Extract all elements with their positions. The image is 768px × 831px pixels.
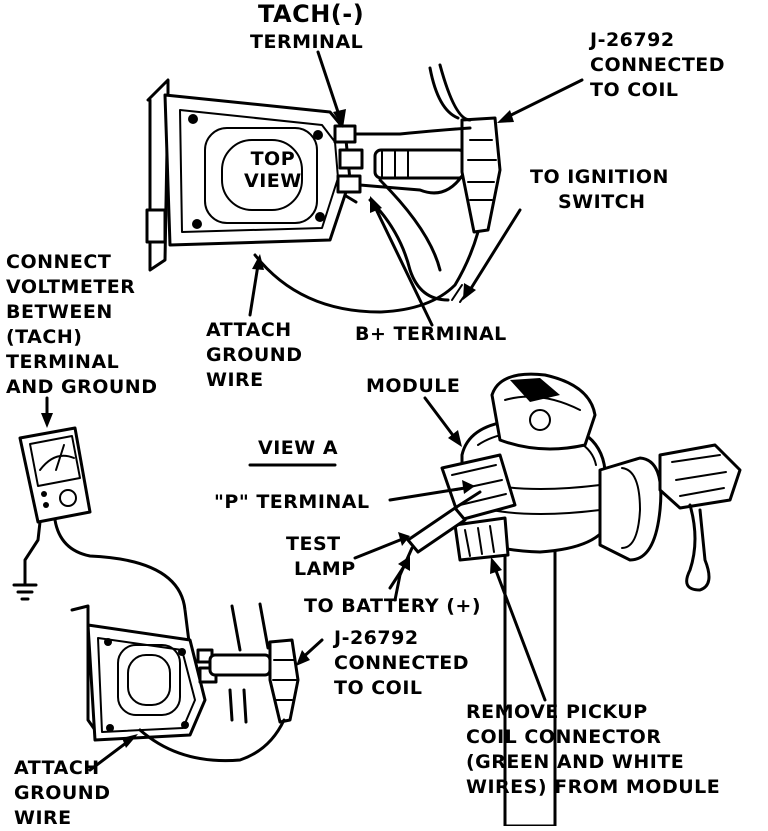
view-a-label: VIEW A — [258, 436, 338, 461]
pickup-line-4: WIRES) FROM MODULE — [466, 776, 721, 798]
tach-label-line-1: TACH(-) — [258, 0, 365, 28]
pickup-line-1: REMOVE PICKUP — [466, 701, 648, 723]
jtool-bottom-label: J-26792 CONNECTED TO COIL — [334, 626, 469, 701]
test-lamp-label: TEST LAMP — [286, 532, 356, 582]
view-a-text: VIEW A — [258, 437, 339, 459]
jtool-top-line-2: CONNECTED — [590, 54, 726, 76]
top-view-label: TOP VIEW — [244, 148, 302, 192]
battery-label: TO BATTERY (+) — [304, 594, 481, 619]
p-terminal-label: "P" TERMINAL — [214, 490, 370, 515]
voltmeter-line-6: AND GROUND — [6, 376, 158, 398]
ground-top-line-1: ATTACH — [206, 319, 292, 341]
ground-top-line-2: GROUND — [206, 344, 303, 366]
jtool-bottom-line-1: J-26792 — [334, 627, 419, 649]
tach-terminal-label: TACH(-) — [258, 1, 364, 27]
voltmeter — [12, 396, 192, 652]
test-lamp-line-1: TEST — [286, 533, 341, 555]
ignition-line-1: TO IGNITION — [530, 166, 669, 188]
b-plus-text: B+ TERMINAL — [355, 323, 507, 345]
ground-bottom-line-3: WIRE — [14, 807, 72, 829]
jtool-top-line-1: J-26792 — [590, 29, 675, 51]
b-plus-terminal-label: B+ TERMINAL — [355, 322, 507, 347]
battery-text: TO BATTERY (+) — [304, 595, 482, 617]
voltmeter-line-4: (TACH) — [6, 326, 83, 348]
pickup-line-2: COIL CONNECTOR — [466, 726, 662, 748]
tach-label-line-2: TERMINAL — [250, 31, 364, 53]
ignition-line-2: SWITCH — [558, 191, 646, 213]
pickup-line-3: (GREEN AND WHITE — [466, 751, 685, 773]
ground-wire-bottom-label: ATTACH GROUND WIRE — [14, 756, 110, 831]
voltmeter-line-2: VOLTMETER — [6, 276, 136, 298]
voltmeter-line-1: CONNECT — [6, 251, 112, 273]
pickup-connector-label: REMOVE PICKUP COIL CONNECTOR (GREEN AND … — [466, 700, 720, 800]
voltmeter-line-5: TERMINAL — [6, 351, 120, 373]
jtool-top-label: J-26792 CONNECTED TO COIL — [590, 28, 725, 103]
module-text: MODULE — [366, 375, 461, 397]
test-lamp-line-2: LAMP — [294, 558, 356, 580]
jtool-bottom-line-2: CONNECTED — [334, 652, 470, 674]
voltmeter-line-3: BETWEEN — [6, 301, 113, 323]
jtool-top-line-3: TO COIL — [590, 79, 679, 101]
voltmeter-instruction-label: CONNECT VOLTMETER BETWEEN (TACH) TERMINA… — [6, 250, 157, 400]
top-coil-assembly — [145, 63, 502, 314]
top-view-line-2: VIEW — [244, 170, 302, 192]
top-callout-arrows — [248, 50, 584, 327]
ignition-switch-label: TO IGNITION SWITCH — [530, 165, 669, 215]
bottom-coil-assembly — [70, 602, 324, 772]
distributor-assembly — [248, 372, 742, 826]
ground-bottom-line-2: GROUND — [14, 782, 111, 804]
tach-terminal-label-2: TERMINAL — [250, 30, 363, 55]
ground-bottom-line-1: ATTACH — [14, 757, 100, 779]
p-terminal-text: "P" TERMINAL — [214, 491, 370, 513]
ground-top-line-3: WIRE — [206, 369, 264, 391]
module-label: MODULE — [366, 374, 460, 399]
ground-wire-top-label: ATTACH GROUND WIRE — [206, 318, 302, 393]
jtool-bottom-line-3: TO COIL — [334, 677, 423, 699]
view-a-callout-arrows — [353, 396, 547, 702]
top-view-line-1: TOP — [250, 148, 296, 170]
